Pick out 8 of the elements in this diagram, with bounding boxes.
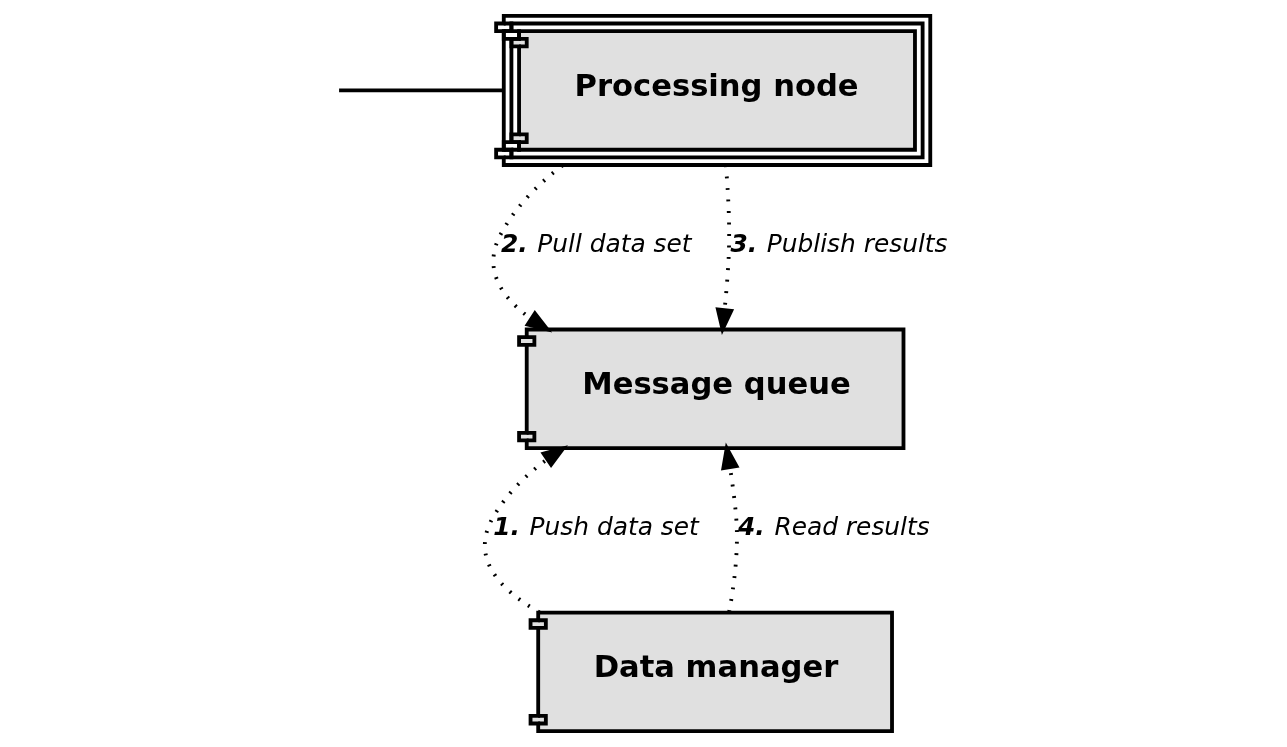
connector — [338, 88, 504, 93]
edge-label: 1. Push data set — [492, 511, 699, 541]
edge-label: 4. Read results — [737, 511, 930, 541]
edge-label: 2. Pull data set — [500, 228, 692, 258]
arrow — [482, 445, 568, 614]
arrow — [714, 165, 734, 335]
edge-label: 3. Publish results — [729, 228, 948, 258]
arrow — [720, 442, 739, 613]
